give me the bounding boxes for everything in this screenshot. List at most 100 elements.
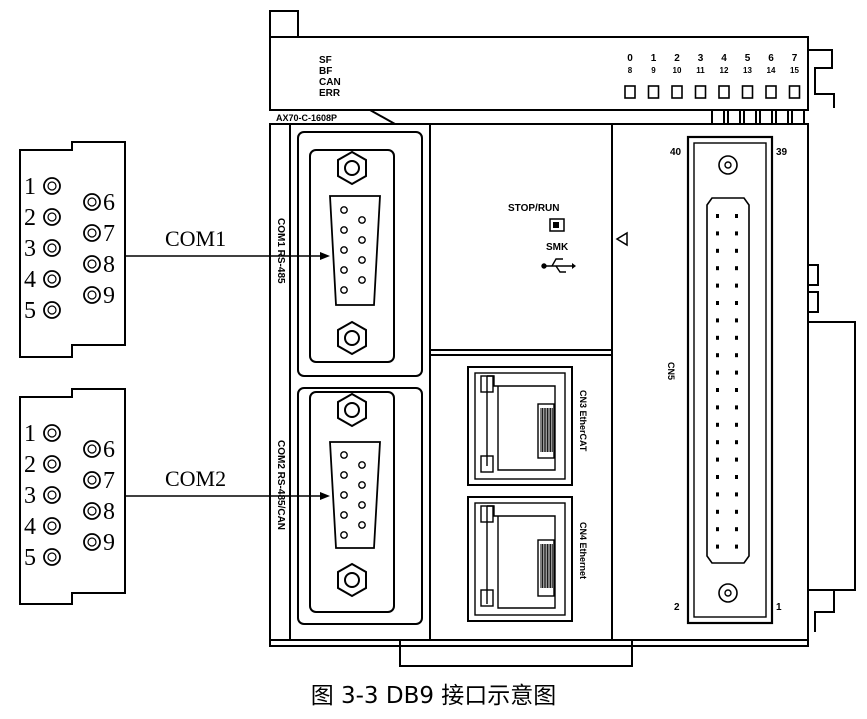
cn4-port-label: CN4 Ethernet [578, 522, 588, 579]
db9-pin-number: 5 [24, 298, 36, 324]
db9-pin-icon [43, 177, 61, 195]
cn5-pin [735, 231, 738, 236]
cn5-pin [735, 214, 738, 218]
io-channel-led [718, 85, 730, 99]
status-led-labels: SF BF CAN ERR [319, 55, 341, 99]
io-channel-top-label: 5 [745, 53, 751, 64]
io-channel-led [788, 85, 801, 99]
cn5-pin [716, 422, 719, 427]
io-channel-top-label: 6 [768, 53, 774, 64]
db9-pin-number: 8 [103, 499, 115, 525]
cn5-pin [735, 527, 738, 532]
cn5-pin [716, 214, 719, 218]
cn5-pin [735, 335, 738, 340]
db9-pin-number: 3 [24, 236, 36, 262]
io-channel-bottom-label: 14 [767, 66, 776, 75]
cn5-pin [735, 440, 738, 445]
db9-pin-number: 1 [24, 421, 36, 447]
cn5-pin [735, 388, 738, 392]
usb-icon [541, 258, 576, 273]
connector-pin [340, 511, 348, 519]
cn3-ethercat-port[interactable] [467, 366, 573, 486]
cn5-pin [735, 370, 738, 375]
io-channel-led [765, 85, 777, 99]
cn5-pin [716, 544, 719, 549]
cn5-pin [716, 509, 719, 514]
connector-pin [340, 246, 348, 254]
led-can-label: CAN [319, 77, 341, 88]
connector-pin [340, 531, 348, 539]
connector-pin [358, 276, 366, 284]
cn5-pin [716, 353, 719, 358]
connector-pin [340, 491, 348, 499]
com1-screw-top [337, 150, 367, 186]
indicator-triangle-icon [615, 231, 628, 247]
io-channel-led [647, 85, 660, 99]
stop-run-switch[interactable] [549, 218, 565, 232]
db9-pin-number: 2 [24, 205, 36, 231]
cn5-pin [716, 457, 719, 462]
connector-pin [340, 206, 348, 214]
cn5-pin [716, 248, 719, 253]
connector-pin [358, 216, 366, 224]
cn5-pin [735, 475, 738, 479]
io-channel-led [624, 85, 636, 99]
cn5-pin [735, 509, 738, 514]
db9-pin-number: 9 [103, 530, 115, 556]
cn4-ethernet-port[interactable] [467, 496, 573, 622]
cn5-pin-2-label: 2 [674, 602, 680, 613]
cn5-pin-array [716, 214, 738, 549]
com2-screw-bottom [337, 562, 367, 598]
cn5-pin [716, 405, 719, 410]
db9-pin-icon [83, 440, 101, 458]
cn5-pin [735, 248, 738, 253]
db9-pin-icon [83, 224, 101, 242]
io-channel-bottom-label: 9 [651, 66, 656, 75]
connector-pin [358, 501, 366, 509]
connector-pin [340, 286, 348, 294]
db9-pin-number: 7 [103, 221, 115, 247]
io-channel-bottom-label: 13 [743, 66, 752, 75]
com1-line-label: COM1 [165, 226, 226, 251]
cn5-pin [716, 301, 719, 305]
com2-port-label: COM2 RS-485/CAN [275, 440, 286, 530]
plc-module: AX70-C-1608P [269, 10, 856, 667]
connector-pin [340, 451, 348, 459]
io-channel-top-label: 0 [627, 53, 633, 64]
db9-pin-icon [43, 301, 61, 319]
stop-run-label: STOP/RUN [508, 203, 560, 214]
db9-pin-number: 4 [24, 514, 36, 540]
db9-pin-icon [43, 455, 61, 473]
db9-pin-icon [83, 255, 101, 273]
cn5-pin-1-label: 1 [776, 602, 782, 613]
db9-pin-icon [43, 424, 61, 442]
db9-pin-number: 6 [103, 190, 115, 216]
model-label: AX70-C-1608P [276, 113, 337, 123]
db9-pin-icon [83, 471, 101, 489]
db9-pin-icon [43, 486, 61, 504]
com1-port-label: COM1 RS-485 [275, 218, 286, 284]
db9-pin-number: 9 [103, 283, 115, 309]
cn5-pin [735, 353, 738, 358]
db9-pin-number: 1 [24, 174, 36, 200]
io-channel-bottom-label: 10 [673, 66, 682, 75]
io-channel-top-label: 3 [698, 53, 704, 64]
com2-screw-top [337, 392, 367, 428]
figure-caption: 图 3-3 DB9 接口示意图 [310, 683, 557, 709]
cn5-pin [735, 544, 738, 549]
io-channel-top-label: 7 [792, 53, 798, 64]
connector-pin [358, 236, 366, 244]
cn5-pin [716, 370, 719, 375]
db9-pin-icon [43, 208, 61, 226]
io-channel-bottom-label: 11 [696, 66, 705, 75]
db9-pin-icon [83, 286, 101, 304]
db9-pin-number: 4 [24, 267, 36, 293]
com2-db9-connector [297, 387, 423, 625]
io-channel-bottom-label: 8 [628, 66, 633, 75]
cn5-pin [735, 318, 738, 323]
db9-pin-number: 2 [24, 452, 36, 478]
cn5-screw-top-icon [718, 155, 738, 175]
cn5-pin [735, 422, 738, 427]
cn5-pin [735, 283, 738, 288]
